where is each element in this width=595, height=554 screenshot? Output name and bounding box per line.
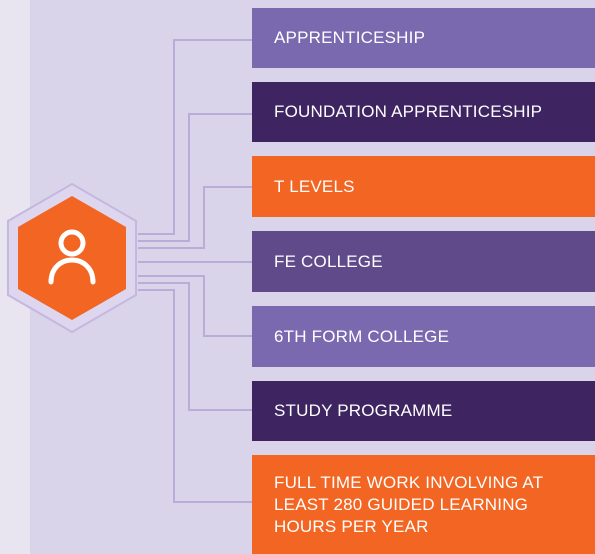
- pathway-t-levels: T LEVELS: [252, 156, 595, 217]
- pathway-study-programme: STUDY PROGRAMME: [252, 381, 595, 441]
- pathway-label: STUDY PROGRAMME: [274, 401, 453, 420]
- pathway-foundation-apprenticeship: FOUNDATION APPRENTICESHIP: [252, 82, 595, 142]
- pathway-apprenticeship: APPRENTICESHIP: [252, 8, 595, 68]
- pathway-label: APPRENTICESHIP: [274, 28, 426, 47]
- connector-study-programme: [138, 282, 252, 411]
- pathway-full-time-work: FULL TIME WORK INVOLVING AT LEAST 280 GU…: [252, 455, 595, 554]
- person-icon: [48, 229, 96, 285]
- connector-foundation-apprenticeship: [138, 113, 252, 242]
- pathway-fe-college: FE COLLEGE: [252, 231, 595, 292]
- pathway-label: FE COLLEGE: [274, 251, 383, 271]
- pathway-label: FOUNDATION APPRENTICESHIP: [274, 102, 543, 121]
- connector-full-time-work: [138, 289, 252, 503]
- hub-hexagon: [6, 182, 138, 334]
- connector-6th-form: [138, 275, 252, 337]
- pathway-label: FULL TIME WORK INVOLVING AT LEAST 280 GU…: [274, 472, 543, 536]
- connector-t-levels: [138, 186, 252, 249]
- pathway-label: T LEVELS: [274, 176, 355, 196]
- pathway-6th-form-college: 6TH FORM COLLEGE: [252, 306, 595, 367]
- pathway-label: 6TH FORM COLLEGE: [274, 326, 450, 346]
- connector-apprenticeship: [138, 39, 252, 235]
